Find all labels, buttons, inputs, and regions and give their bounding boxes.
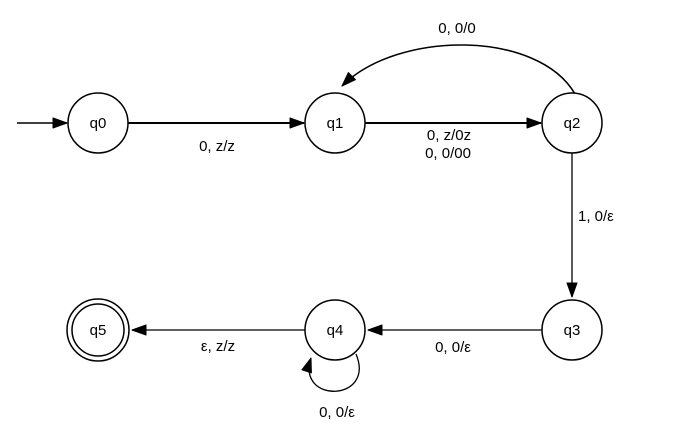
state-q0-circle[interactable] — [67, 92, 129, 154]
state-q4-label: q4 — [327, 322, 344, 339]
state-q2-label: q2 — [564, 115, 581, 132]
state-q0[interactable]: q0 — [67, 92, 129, 154]
state-q5-inner-circle — [71, 303, 125, 357]
state-q5[interactable]: q5 — [66, 298, 130, 362]
transition-q2-q3-label: 1, 0/ε — [578, 208, 614, 225]
state-q4-circle[interactable] — [304, 299, 366, 361]
transition-q4-self-loop-label: 0, 0/ε — [319, 404, 355, 421]
state-q1-circle[interactable] — [304, 92, 366, 154]
transition-q2-q1-label: 0, 0/0 — [438, 20, 476, 37]
state-q4[interactable]: q4 — [304, 299, 366, 361]
state-q0-label: q0 — [90, 115, 107, 132]
transition-q4-q5-label: ε, z/z — [201, 338, 235, 355]
transition-q3-q4-label: 0, 0/ε — [435, 339, 471, 356]
state-q2-circle[interactable] — [541, 92, 603, 154]
transition-q1-q2-label-line1: 0, z/0z — [427, 127, 471, 144]
state-q3[interactable]: q3 — [541, 299, 603, 361]
transition-q0-q1-label: 0, z/z — [199, 138, 235, 155]
transition-q4-self-loop[interactable] — [301, 353, 360, 392]
state-q1[interactable]: q1 — [304, 92, 366, 154]
state-q2[interactable]: q2 — [541, 92, 603, 154]
state-q3-label: q3 — [564, 322, 581, 339]
state-q1-label: q1 — [327, 115, 344, 132]
transition-q2-q1[interactable] — [341, 44, 576, 95]
state-q5-label: q5 — [90, 322, 107, 339]
state-q3-circle[interactable] — [541, 299, 603, 361]
transition-q1-q2-label-line2: 0, 0/00 — [425, 145, 471, 162]
